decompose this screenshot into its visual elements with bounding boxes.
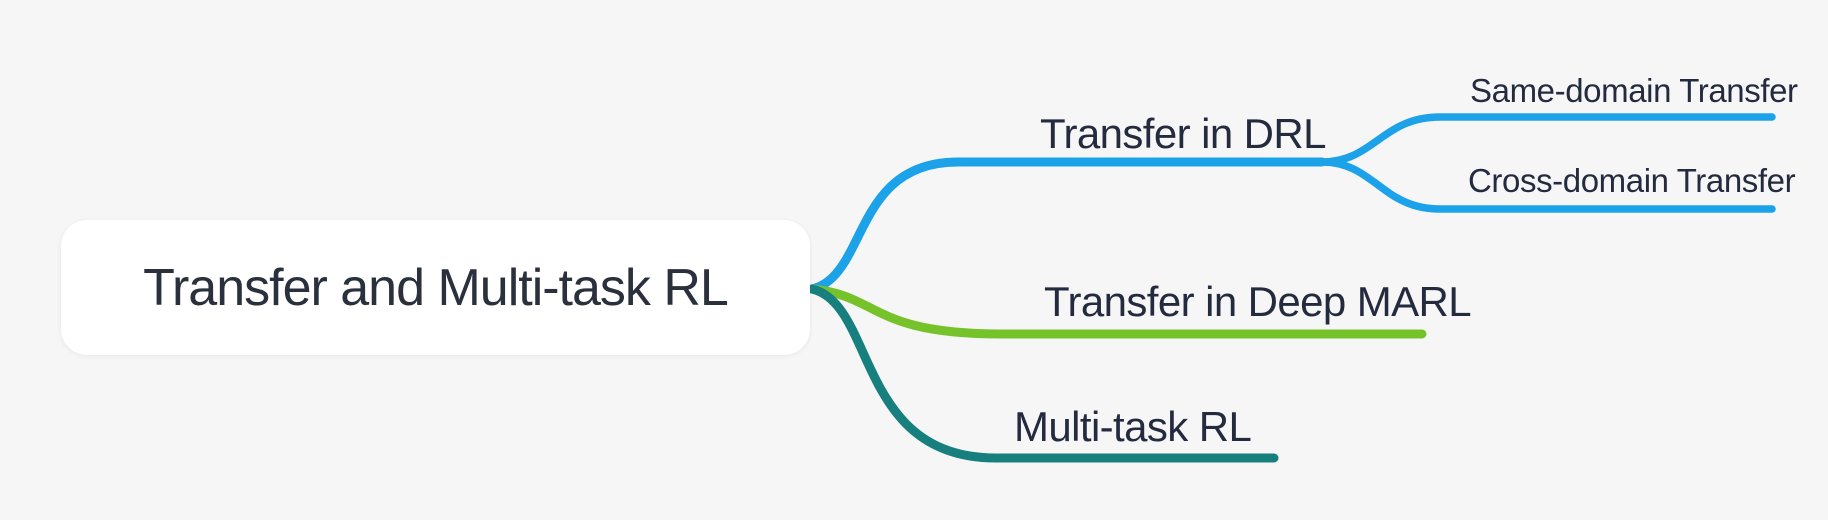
node-transfer-in-drl[interactable]: Transfer in DRL bbox=[1040, 110, 1326, 157]
branch-line-transfer-in-deep-marl bbox=[807, 284, 1427, 339]
root-node-label: Transfer and Multi-task RL bbox=[143, 258, 729, 317]
root-node[interactable]: Transfer and Multi-task RL bbox=[61, 220, 810, 355]
node-transfer-in-deep-marl[interactable]: Transfer in Deep MARL bbox=[1044, 278, 1472, 325]
branch-line-transfer-in-drl bbox=[807, 157, 1327, 294]
node-cross-domain-transfer[interactable]: Cross-domain Transfer bbox=[1468, 162, 1796, 199]
node-same-domain-transfer[interactable]: Same-domain Transfer bbox=[1470, 72, 1798, 109]
branch-line-same-domain-transfer bbox=[1318, 113, 1776, 166]
node-multi-task-rl[interactable]: Multi-task RL bbox=[1014, 403, 1252, 450]
branch-line-multi-task-rl bbox=[807, 284, 1279, 463]
branch-line-cross-domain-transfer bbox=[1318, 158, 1776, 213]
